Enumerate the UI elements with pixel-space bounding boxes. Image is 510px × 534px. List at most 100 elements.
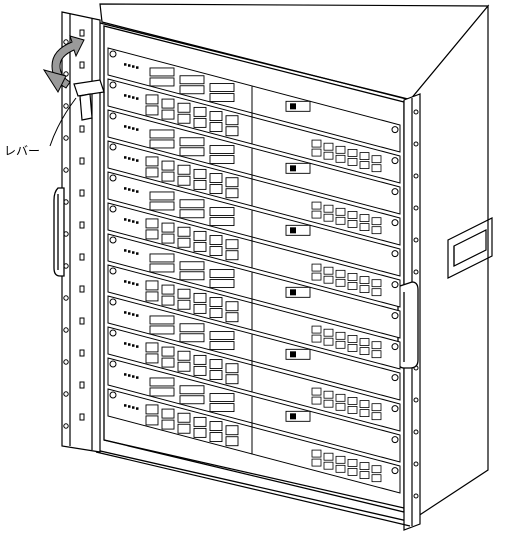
- led: [136, 407, 139, 410]
- rail-slot: [79, 29, 85, 37]
- ethernet-port: [323, 142, 334, 151]
- led: [124, 156, 127, 159]
- rail-slot: [79, 189, 85, 197]
- port: [193, 365, 207, 376]
- led: [124, 311, 127, 314]
- port: [193, 117, 207, 128]
- port: [177, 299, 191, 310]
- label-panel: [179, 333, 205, 343]
- led: [128, 157, 131, 160]
- ethernet-port: [371, 465, 382, 474]
- sfp-slot: [290, 351, 296, 358]
- port: [145, 280, 159, 291]
- port: [209, 370, 223, 381]
- ethernet-port: [359, 285, 370, 293]
- card-half: [107, 295, 401, 401]
- port: [145, 105, 159, 116]
- led: [128, 64, 131, 67]
- led: [128, 250, 131, 253]
- sfp-slot: [290, 165, 296, 172]
- screw-icon: [109, 143, 117, 151]
- rail-hole: [413, 397, 419, 403]
- ethernet-port: [323, 204, 334, 213]
- ethernet-port: [347, 211, 358, 219]
- port: [145, 404, 159, 415]
- port: [145, 218, 159, 229]
- led: [128, 95, 131, 98]
- ethernet-port: [311, 139, 322, 148]
- ethernet-port: [371, 155, 382, 164]
- ethernet-port: [359, 338, 370, 346]
- port: [225, 436, 239, 447]
- screw-icon: [109, 236, 117, 244]
- label-panel: [209, 403, 235, 413]
- screw-icon: [391, 436, 399, 444]
- port: [177, 423, 191, 434]
- led: [136, 314, 139, 317]
- port: [161, 408, 175, 419]
- rail-hole: [413, 109, 419, 115]
- ethernet-port: [359, 347, 370, 355]
- ethernet-port: [347, 468, 358, 476]
- led: [132, 127, 135, 130]
- screw-icon: [391, 219, 399, 227]
- label-panel: [209, 279, 235, 289]
- sfp-slot: [290, 289, 296, 296]
- port: [225, 301, 239, 312]
- chassis-body: [99, 3, 490, 522]
- ethernet-port: [311, 210, 322, 219]
- ethernet-port: [359, 462, 370, 470]
- ethernet-port: [371, 350, 382, 359]
- led: [128, 188, 131, 191]
- port: [145, 353, 159, 364]
- port: [161, 346, 175, 357]
- led: [124, 218, 127, 221]
- ethernet-port: [311, 396, 322, 405]
- card-half: [107, 47, 401, 153]
- screw-icon: [109, 360, 117, 368]
- port: [225, 425, 239, 436]
- label-panel: [149, 67, 175, 77]
- ethernet-port: [347, 459, 358, 467]
- rail-slot: [79, 317, 85, 325]
- ethernet-port: [335, 145, 346, 154]
- led: [136, 283, 139, 286]
- screw-icon: [391, 467, 399, 475]
- label-panel: [209, 155, 235, 165]
- port: [161, 171, 175, 182]
- led: [124, 404, 127, 407]
- port: [225, 363, 239, 374]
- ethernet-port: [335, 331, 346, 340]
- card-half: [107, 109, 401, 215]
- lever-label: レバー: [4, 144, 41, 158]
- led: [132, 344, 135, 347]
- card-half: [107, 357, 401, 463]
- ethernet-port: [323, 399, 334, 408]
- label-panel: [179, 137, 205, 147]
- led: [128, 374, 131, 377]
- sfp-cage: [285, 100, 311, 112]
- port: [145, 229, 159, 240]
- ethernet-port: [311, 458, 322, 467]
- ethernet-port: [311, 334, 322, 343]
- screw-icon: [391, 126, 399, 134]
- ethernet-port: [359, 471, 370, 479]
- ethernet-port: [311, 201, 322, 210]
- sfp-slot: [290, 103, 296, 110]
- label-panel: [179, 323, 205, 333]
- label-panel: [179, 147, 205, 157]
- screw-icon: [109, 391, 117, 399]
- ethernet-port: [323, 328, 334, 337]
- led: [136, 376, 139, 379]
- screw-icon: [109, 174, 117, 182]
- rail-hole: [63, 423, 69, 429]
- port: [209, 122, 223, 133]
- ethernet-port: [323, 452, 334, 461]
- port: [177, 412, 191, 423]
- port: [145, 415, 159, 426]
- led: [132, 406, 135, 409]
- ethernet-port: [347, 149, 358, 157]
- ethernet-port: [359, 276, 370, 284]
- label-panel: [209, 331, 235, 341]
- led: [132, 313, 135, 316]
